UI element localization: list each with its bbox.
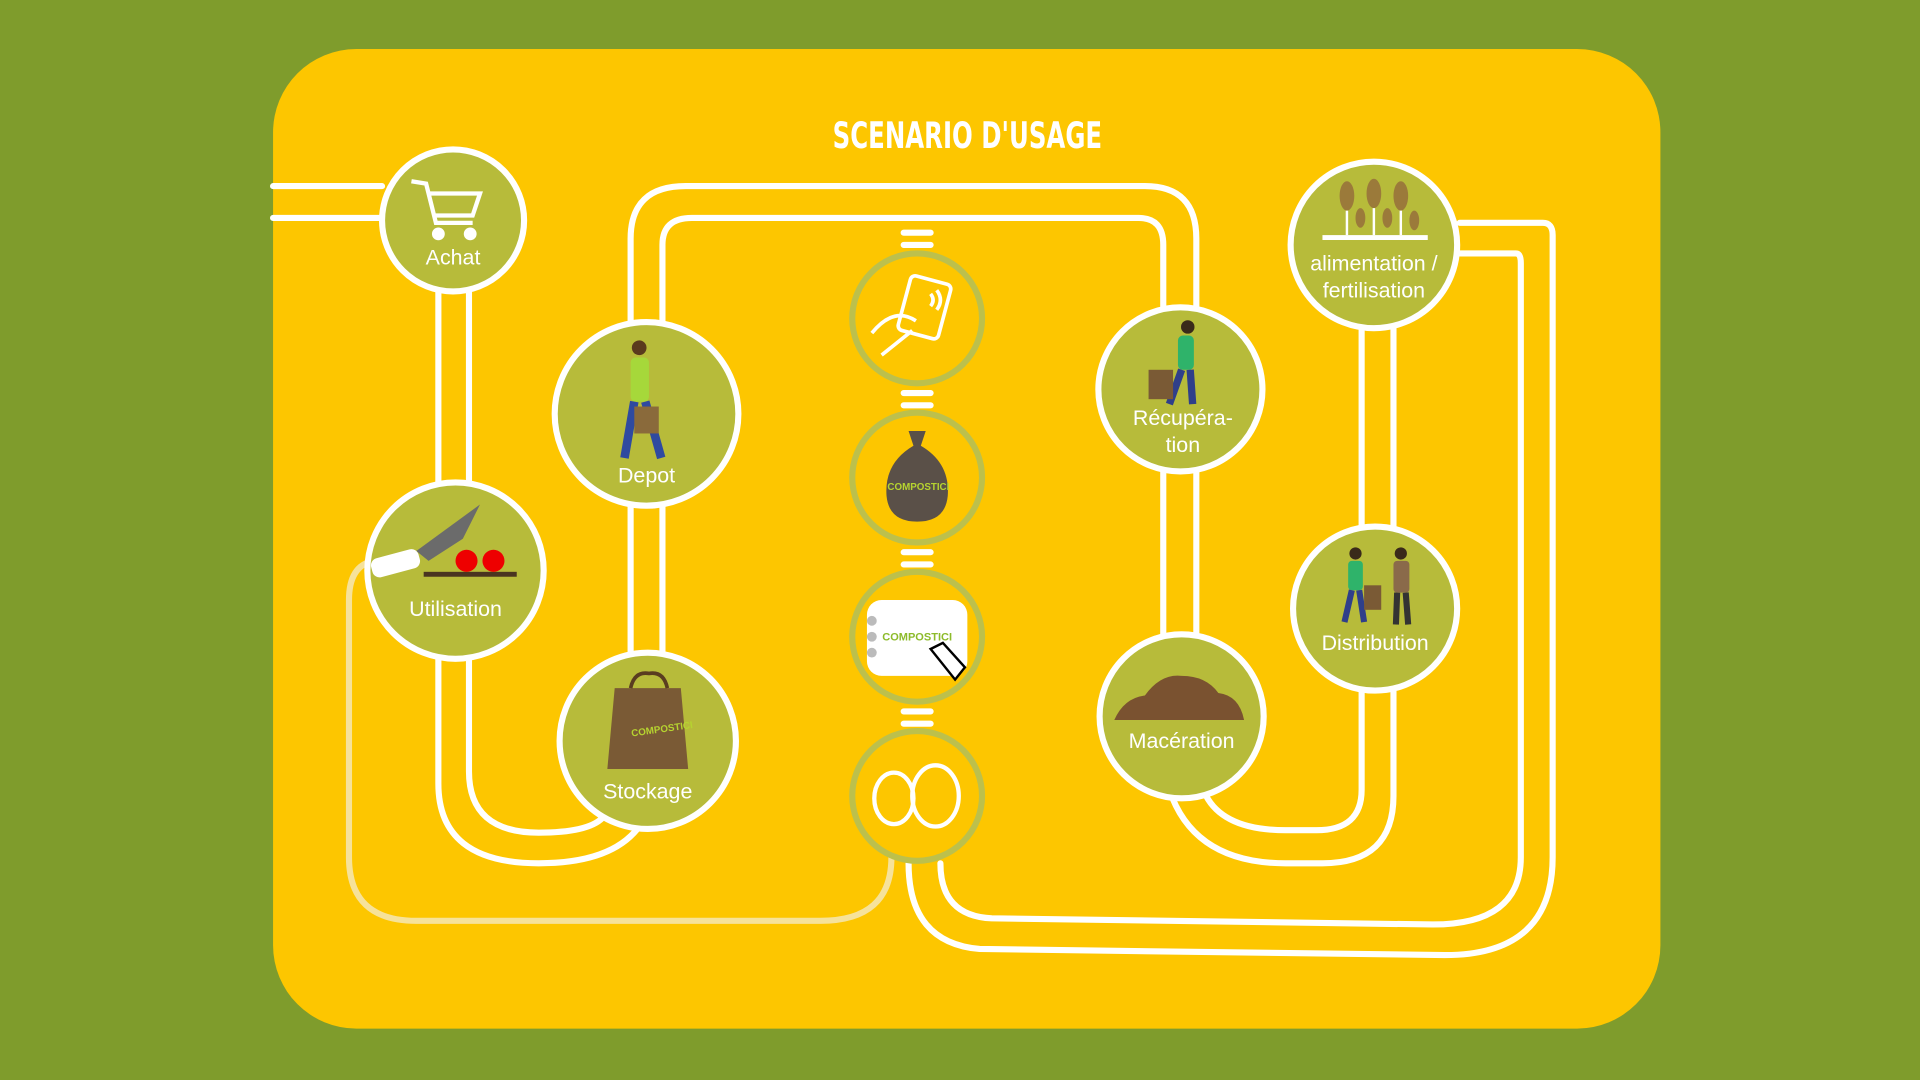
node-label-line2: tion <box>1166 433 1201 457</box>
contactless-card-icon <box>870 274 953 357</box>
node-maceration[interactable]: Macération <box>1096 631 1267 802</box>
shopping-cart-icon <box>411 179 483 241</box>
node-stockage[interactable]: COMPOSTICI Stockage <box>556 649 739 833</box>
node-label: Utilisation <box>409 597 502 621</box>
node-label-line2: fertilisation <box>1323 279 1425 303</box>
wheat-icon <box>1322 178 1428 240</box>
person-carrying-bag-icon <box>1148 320 1197 406</box>
paper-bag-icon: COMPOSTICI <box>607 671 694 769</box>
node-label: Depot <box>618 463 675 487</box>
svg-text:COMPOSTICI: COMPOSTICI <box>882 631 952 643</box>
node-recuperation[interactable]: Récupéra- tion <box>1095 304 1266 475</box>
svg-text:COMPOSTICI: COMPOSTICI <box>887 482 949 493</box>
node-label-line1: alimentation / <box>1310 252 1437 276</box>
node-depot[interactable]: Depot <box>551 318 742 509</box>
node-label-line1: Récupéra- <box>1133 406 1233 430</box>
app-touch-icon: COMPOSTICI <box>866 600 968 682</box>
node-distribution[interactable]: Distribution <box>1290 523 1461 694</box>
flow-paths <box>270 183 1556 959</box>
node-achat[interactable]: Achat <box>378 146 528 295</box>
center-step-app[interactable]: COMPOSTICI <box>849 568 986 705</box>
node-label: Distribution <box>1322 631 1429 655</box>
two-people-icon <box>1341 547 1412 625</box>
soil-pile-icon <box>1114 675 1245 720</box>
trash-bag-icon: COMPOSTICI <box>886 431 950 522</box>
node-alimentation[interactable]: alimentation / fertilisation <box>1287 158 1461 332</box>
node-utilisation[interactable]: Utilisation <box>364 479 547 662</box>
eggs-icon <box>872 763 961 829</box>
node-label: Macération <box>1129 729 1235 753</box>
node-label: Stockage <box>603 779 692 803</box>
center-step-eggs[interactable] <box>849 727 986 864</box>
center-step-trash-bag[interactable]: COMPOSTICI <box>849 409 986 546</box>
node-label: Achat <box>426 245 481 269</box>
center-step-contactless[interactable] <box>849 250 986 387</box>
person-carrying-bag-icon <box>620 340 666 460</box>
knife-tomatoes-icon <box>370 504 517 578</box>
page-title: SCENARIO D'USAGE <box>833 114 1102 157</box>
